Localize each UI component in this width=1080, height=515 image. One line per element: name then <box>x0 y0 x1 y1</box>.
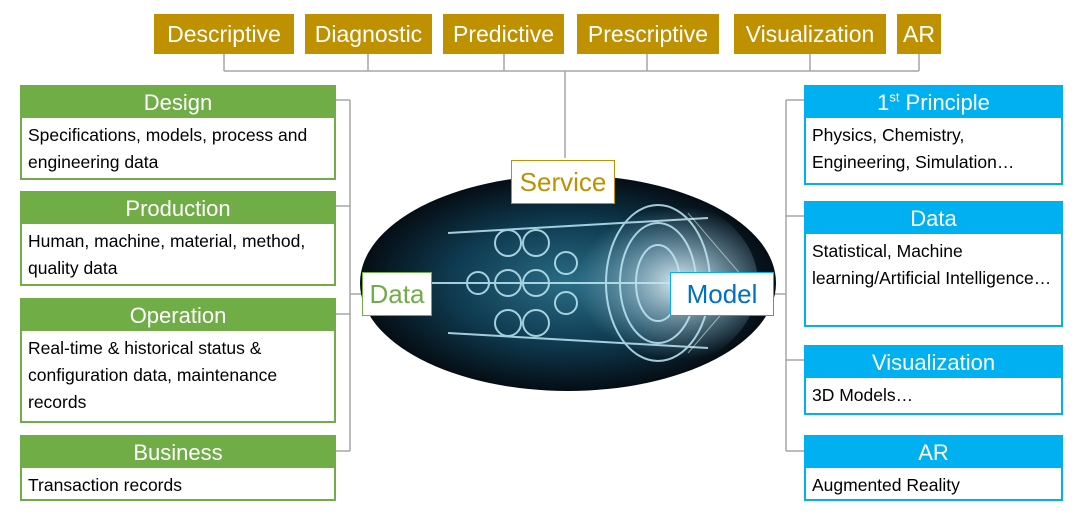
model-card-text: 3D Models… <box>812 385 914 405</box>
model-card-text: Augmented Reality <box>812 475 960 495</box>
data-card-business: Business Transaction records <box>20 435 336 501</box>
data-card-production: Production Human, machine, material, met… <box>20 191 336 286</box>
service-ar: AR <box>897 14 941 54</box>
model-card-title: Visualization <box>806 347 1061 378</box>
data-card-title: Business <box>22 437 334 468</box>
title-rest: Principle <box>899 90 990 115</box>
data-card-text: Human, machine, material, method, qualit… <box>28 231 306 278</box>
model-card-title: 1st Principle <box>806 87 1061 118</box>
model-card-data: Data Statistical, Machine learning/Artif… <box>804 201 1063 327</box>
model-card-text: Physics, Chemistry, Engineering, Simulat… <box>812 125 1015 172</box>
model-label: Model <box>670 272 774 316</box>
data-card-title: Design <box>22 87 334 118</box>
data-label: Data <box>362 272 432 316</box>
model-card-title: Data <box>806 203 1061 234</box>
model-card-text: Statistical, Machine learning/Artificial… <box>812 241 1052 288</box>
service-predictive: Predictive <box>443 14 564 54</box>
title-superscript: st <box>889 89 900 105</box>
model-card-visualization: Visualization 3D Models… <box>804 345 1063 415</box>
service-prescriptive: Prescriptive <box>577 14 719 54</box>
data-card-text: Real-time & historical status & configur… <box>28 338 278 412</box>
data-card-title: Production <box>22 193 334 224</box>
service-label: Service <box>511 160 615 204</box>
data-card-design: Design Specifications, models, process a… <box>20 85 336 180</box>
data-card-title: Operation <box>22 300 334 331</box>
model-card-ar: AR Augmented Reality <box>804 435 1063 501</box>
service-visualization: Visualization <box>734 14 886 54</box>
model-card-first-principle: 1st Principle Physics, Chemistry, Engine… <box>804 85 1063 185</box>
title-base: 1 <box>877 90 890 115</box>
data-card-text: Transaction records <box>28 475 182 495</box>
model-card-title: AR <box>806 437 1061 468</box>
data-card-text: Specifications, models, process and engi… <box>28 125 308 172</box>
jet-engine-image <box>360 175 776 391</box>
service-descriptive: Descriptive <box>154 14 294 54</box>
data-card-operation: Operation Real-time & historical status … <box>20 298 336 423</box>
service-diagnostic: Diagnostic <box>305 14 432 54</box>
